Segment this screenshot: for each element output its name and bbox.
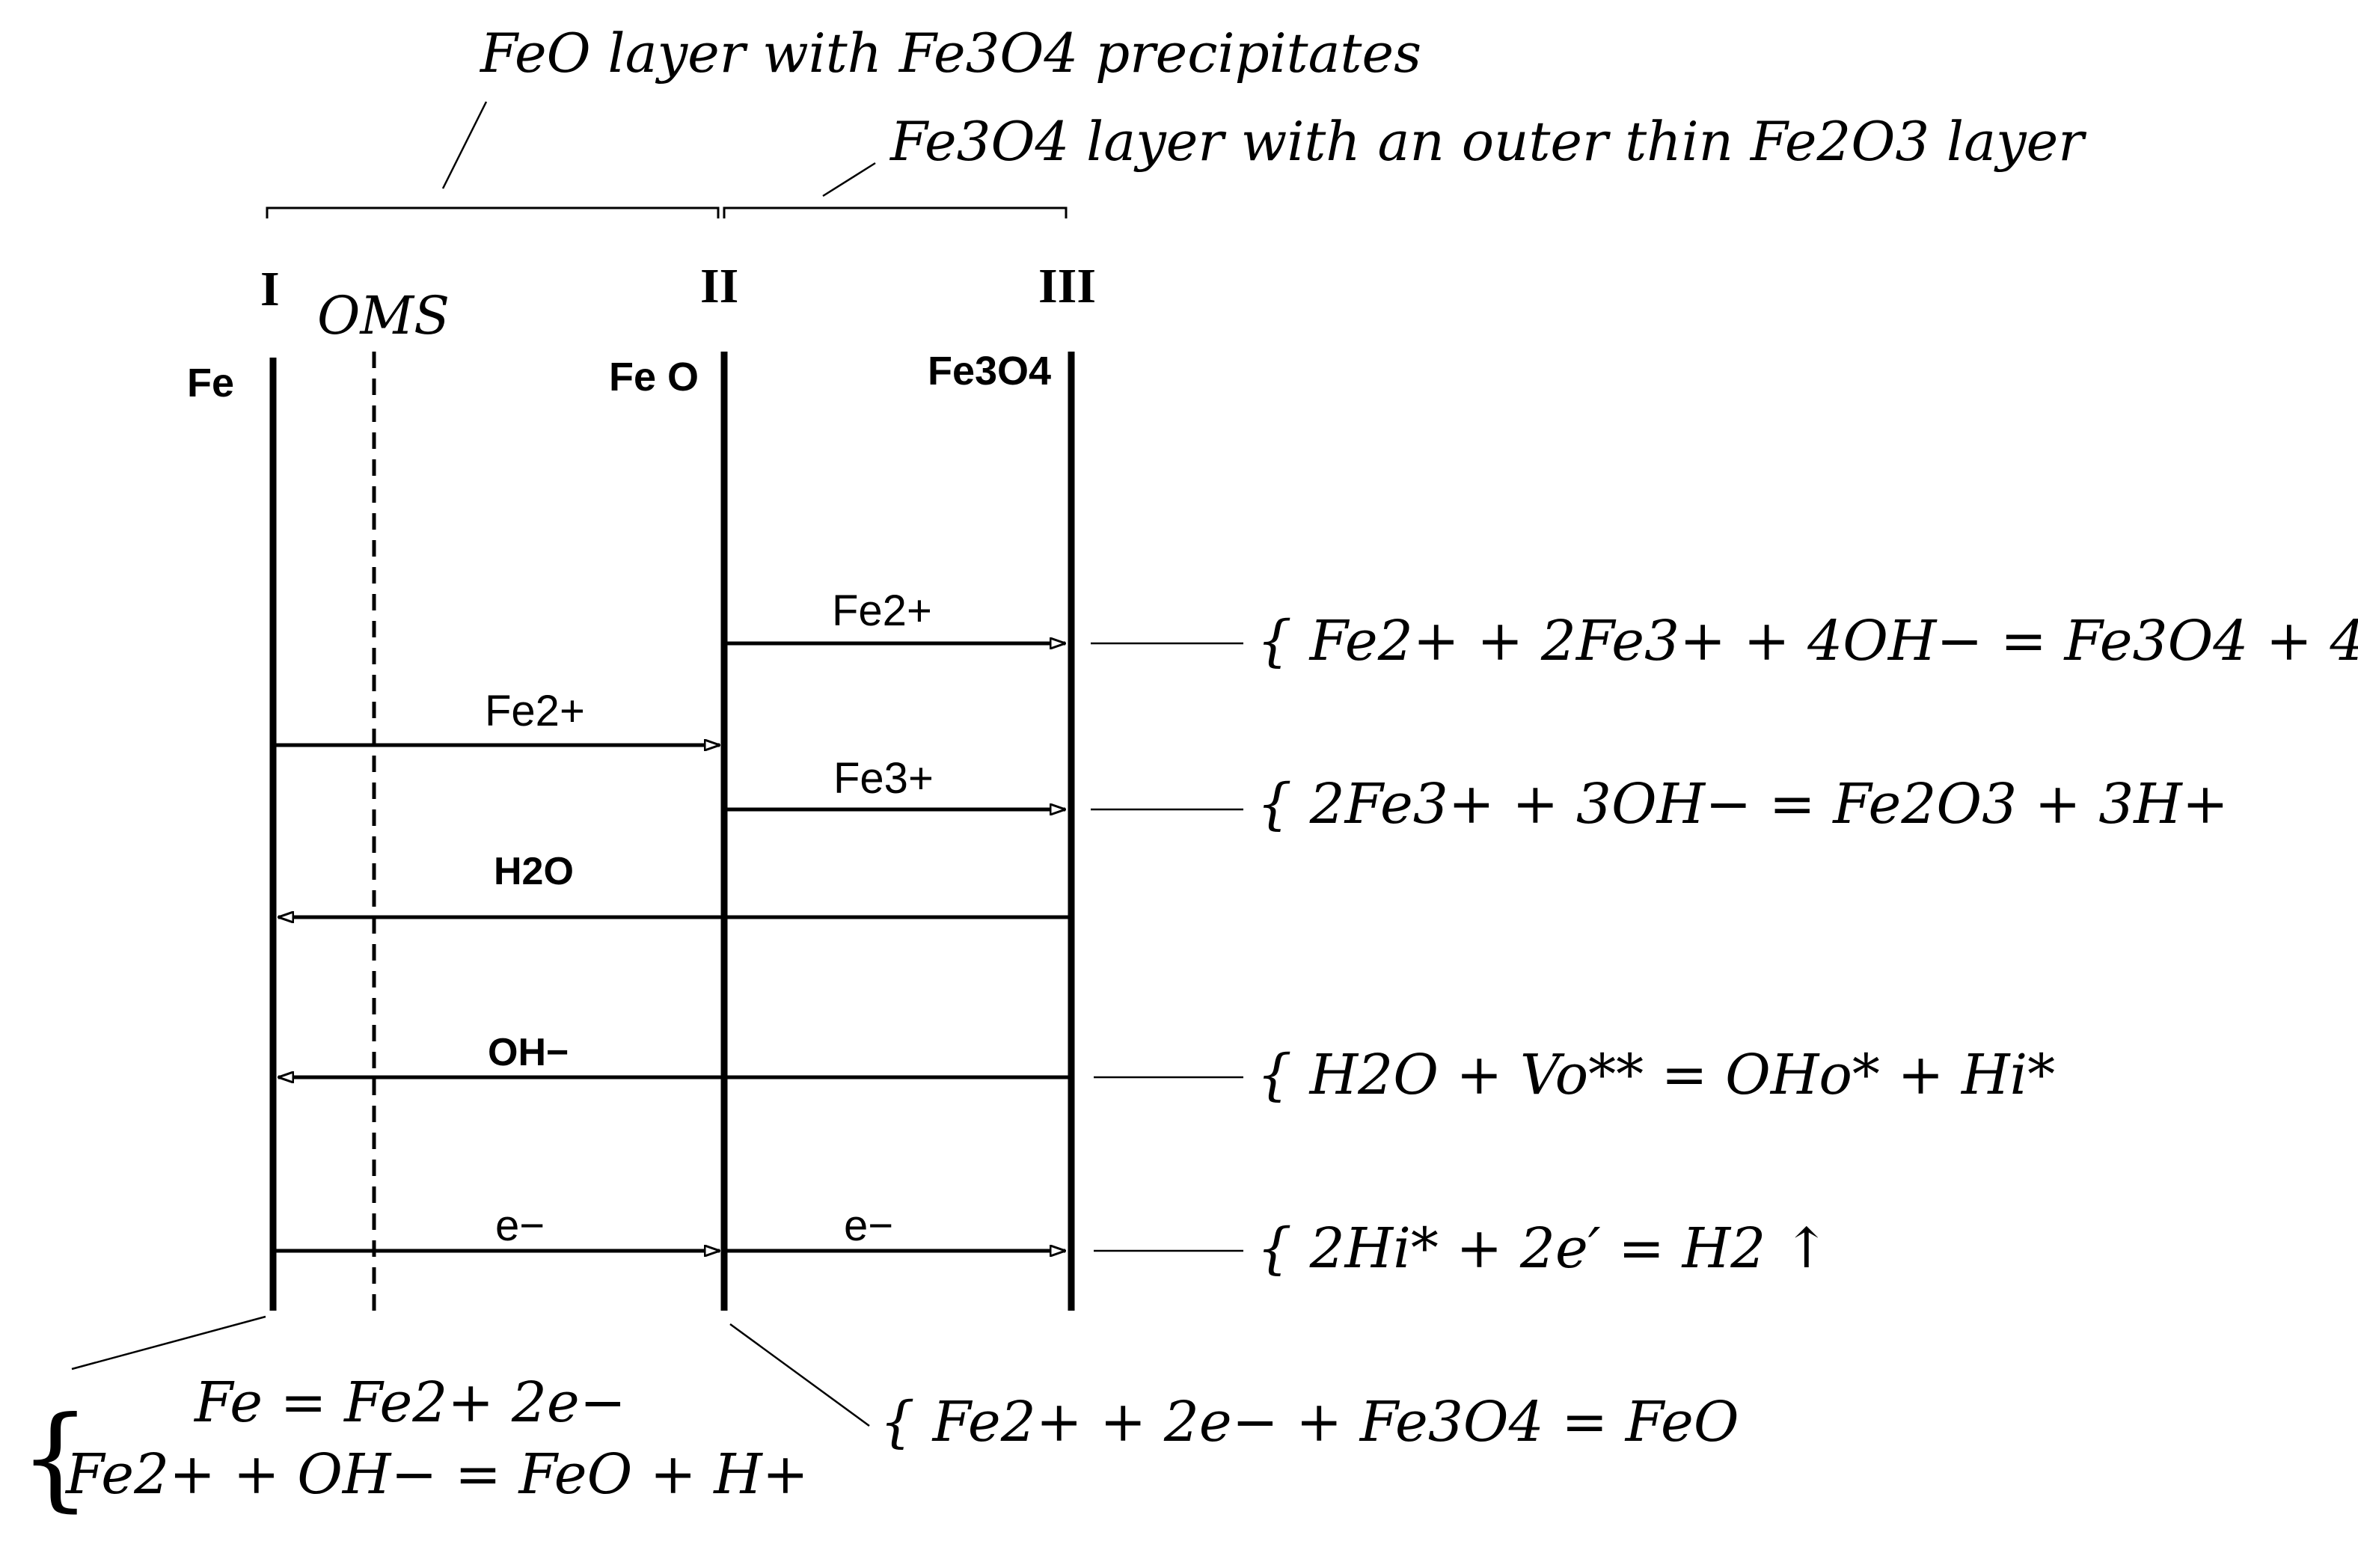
brace-left-icon: { [19, 1393, 91, 1523]
reaction-feo-formation: { Fe2+ + 2e− + Fe3O4 = FeO [880, 1390, 1739, 1454]
arrow-label-e-inner: e− [495, 1201, 545, 1250]
fe3o4-layer-bracket [723, 162, 1068, 218]
phase-feo-label: Fe O [609, 355, 699, 399]
arrow-label-h2o: H2O [494, 850, 574, 893]
arrow-label-e-outer: e− [844, 1201, 893, 1250]
leader-r6 [71, 1315, 266, 1371]
arrow-label-fe3: Fe3+ [833, 754, 934, 803]
interface-iii-label: III [1038, 259, 1096, 313]
phase-fe-label: Fe [187, 361, 234, 405]
reaction-hydrogen-evolution: { 2Hi* + 2e′ = H2 ↑ [1257, 1216, 1830, 1281]
arrow-label-fe2-outer: Fe2+ [485, 687, 585, 735]
reaction-iron-oxidation: Fe = Fe2+ 2e− [193, 1371, 626, 1435]
feo-layer-bracket [266, 101, 720, 218]
fe3o4-layer-label: Fe3O4 layer with an outer thin Fe2O3 lay… [889, 110, 2086, 173]
reaction-water-vacancy: { H2O + Vo** = OHo* + Hi* [1257, 1043, 2055, 1107]
reaction-feo-at-interface-i: Fe2+ + OH− = FeO + H+ [64, 1442, 809, 1507]
leader-r5 [729, 1323, 870, 1427]
reaction-fe2o3-formation: { 2Fe3+ + 3OH− = Fe2O3 + 3H+ [1257, 772, 2229, 836]
reaction-fe3o4-formation: { Fe2+ + 2Fe3+ + 4OH− = Fe3O4 + 4H+ [1257, 609, 2358, 673]
arrow-label-fe2-inner: Fe2+ [832, 587, 932, 635]
interface-i-label: I [260, 262, 280, 316]
arrow-label-oh: OH− [488, 1031, 569, 1074]
reaction-leaders [71, 642, 1243, 1427]
interface-ii-label: II [700, 259, 738, 313]
oms-label: OMS [317, 285, 450, 346]
phase-fe3o4-label: Fe3O4 [928, 349, 1051, 393]
feo-layer-label: FeO layer with Fe3O4 precipitates [479, 22, 1421, 85]
